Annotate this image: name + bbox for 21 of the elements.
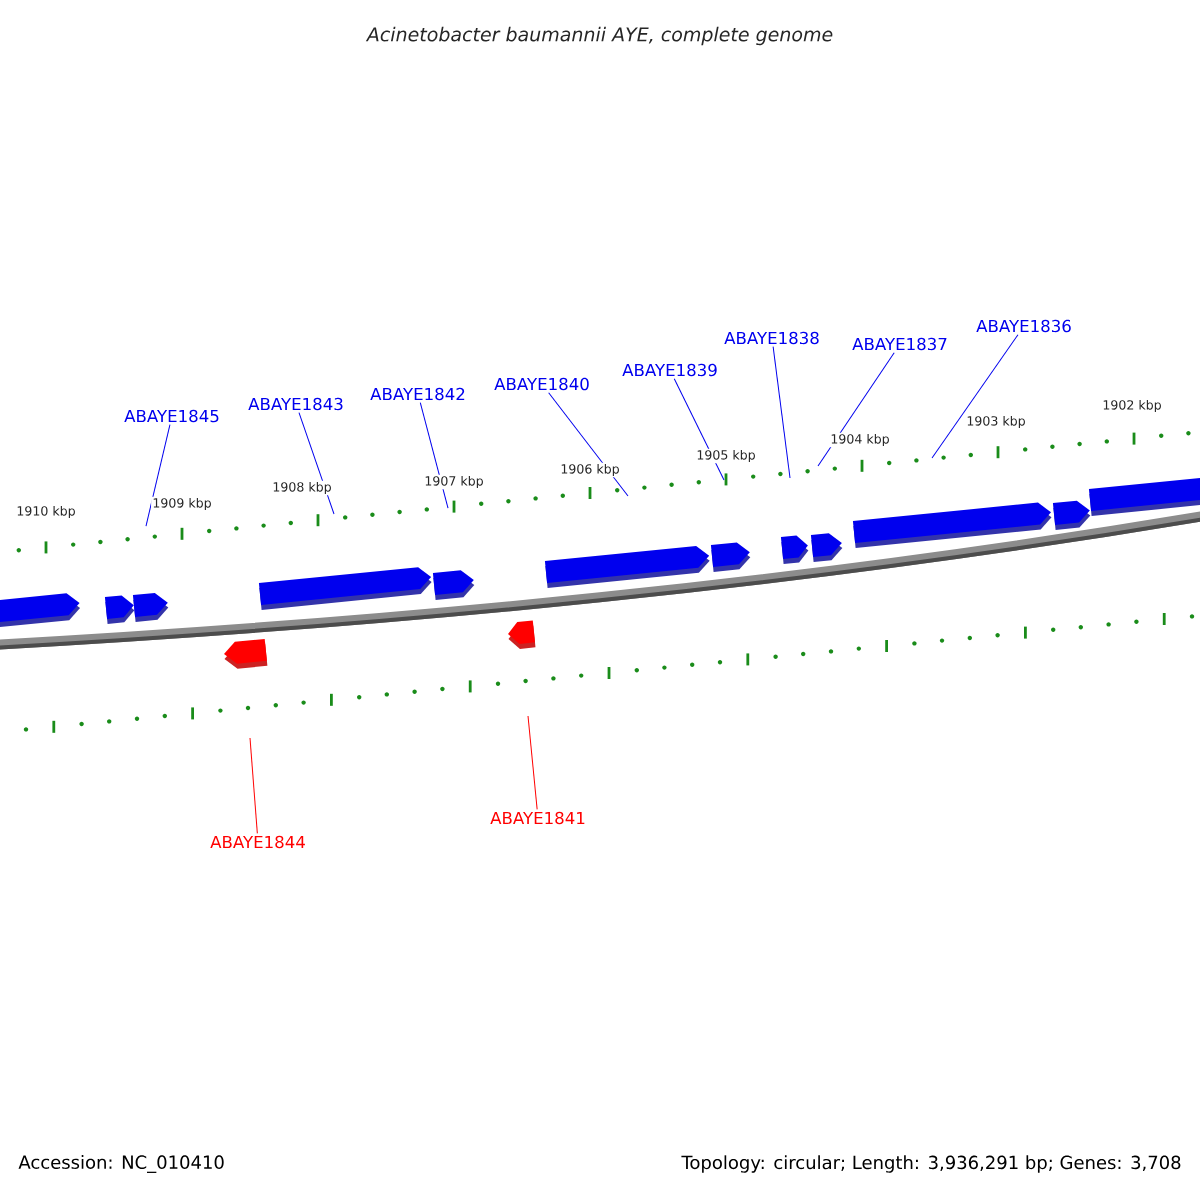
leader-line: [673, 378, 725, 481]
footer-text: Accession: NC_010410: [18, 1155, 224, 1173]
leader-line: [931, 334, 1019, 459]
leader-line: [772, 346, 791, 479]
title: Acinetobacter baumannii AYE, complete genome: [365, 26, 833, 46]
gene-label: ABAYE1838: [724, 331, 819, 345]
leader-line: [527, 715, 538, 810]
footer-text: Topology: circular; Length: 3,936,291 bp; Genes: 3,708: [681, 1155, 1181, 1173]
gene-label: ABAYE1845: [124, 409, 219, 423]
gene-label: ABAYE1842: [370, 387, 465, 401]
gene-label: ABAYE1843: [248, 397, 343, 411]
gene-label: ABAYE1841: [490, 811, 585, 825]
gene-label: ABAYE1844: [210, 835, 305, 849]
leader-line: [145, 424, 171, 527]
gene-label: ABAYE1839: [622, 363, 717, 377]
leader-line: [419, 402, 449, 509]
gene-label: ABAYE1840: [494, 377, 589, 391]
gene-label: ABAYE1836: [976, 319, 1071, 333]
leader-line: [249, 737, 258, 834]
leader-line: [817, 352, 895, 467]
gene-label: ABAYE1837: [852, 337, 947, 351]
